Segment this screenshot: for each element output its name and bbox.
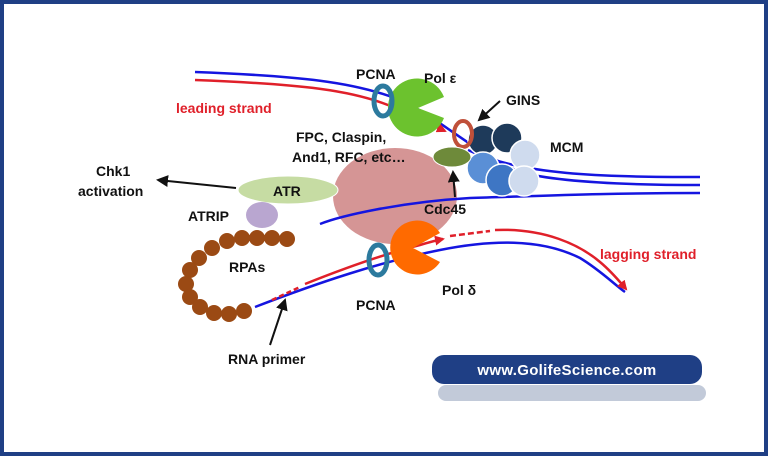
gins-ring [452,119,474,149]
website-banner: www.GolifeScience.com [432,355,706,401]
chk1-label-line2: activation [78,183,143,199]
lagging-template-strand [319,191,701,226]
rna-primer-segment [271,285,301,302]
atr-label: ATR [273,183,301,199]
lagging-new-strand [494,228,628,291]
rpa-beads [178,230,295,322]
pol-delta-shape [390,220,440,275]
pol-delta-label: Pol δ [442,282,476,298]
gins-label: GINS [506,92,540,108]
leading-template-strand [194,70,701,187]
atr-shape [237,175,339,205]
rna-primer-arrow [269,298,288,346]
atrip-label: ATRIP [188,208,229,224]
mcm-complex [466,122,541,197]
pcna-top-label: PCNA [356,66,396,82]
pcna-top-ring [371,83,395,119]
chk1-arrow [156,175,237,189]
gins-arrow [477,100,501,122]
lagging-lower-template [254,241,626,309]
cdc45-protein [432,146,472,168]
chk1-label-line1: Chk1 [96,163,130,179]
pcna-bottom-ring [366,242,390,278]
pcna-bottom-label: PCNA [356,297,396,313]
lagging-strand-label: lagging strand [600,246,696,262]
fpc-label-line2: And1, RFC, etc… [292,149,406,165]
replisome-blob [333,148,457,244]
rpas-label: RPAs [229,259,266,275]
pol-epsilon-label: Pol ε [424,70,457,86]
atrip-shape [246,202,278,228]
fpc-label-line1: FPC, Claspin, [296,129,386,145]
pol-epsilon-shape [387,78,444,137]
cdc45-arrow [447,170,460,198]
cdc45-label: Cdc45 [424,201,466,217]
rna-primer-label: RNA primer [228,351,306,367]
leading-strand-label: leading strand [176,100,272,116]
mcm-label: MCM [550,139,583,155]
rna-primer-segment-2 [449,229,491,238]
website-text: www.GolifeScience.com [476,362,656,379]
